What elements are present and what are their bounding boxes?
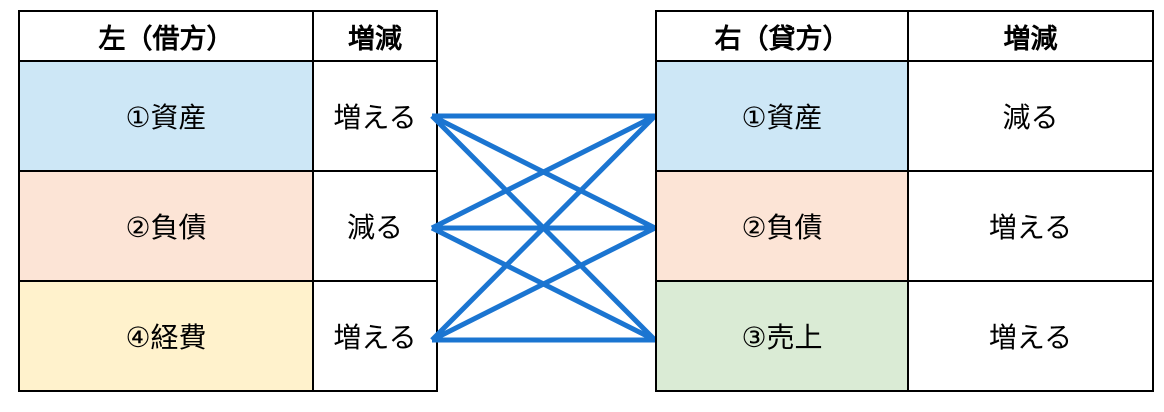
right-sales-label: ③売上 [655,280,909,392]
left-expense-change: 増える [312,280,438,392]
table-row: ①資産 増える [18,60,438,172]
connection-lines [430,113,657,343]
connection-line [430,113,657,231]
connection-line [430,114,657,342]
table-row: ①資産 減る [655,60,1154,172]
right-liability-label: ②負債 [655,170,909,282]
left-expense-label: ④経費 [18,280,314,392]
left-asset-change: 増える [312,60,438,172]
right-credit-table: 右（貸方） 増減 ①資産 減る ②負債 増える ③売上 増える [655,10,1154,392]
connection-line [430,114,657,342]
table-row: ③売上 増える [655,280,1154,392]
left-table-header-change: 増減 [312,10,438,62]
right-table-header-account: 右（貸方） [655,10,909,62]
left-liability-change: 減る [312,170,438,282]
right-sales-change: 増える [907,280,1154,392]
right-liability-change: 増える [907,170,1154,282]
table-row: ②負債 減る [18,170,438,282]
left-table-header-account: 左（借方） [18,10,314,62]
connection-line [430,225,657,343]
left-asset-label: ①資産 [18,60,314,172]
left-liability-label: ②負債 [18,170,314,282]
right-asset-label: ①資産 [655,60,909,172]
right-table-header-row: 右（貸方） 増減 [655,10,1154,62]
left-table-header-row: 左（借方） 増減 [18,10,438,62]
connection-line [430,225,657,343]
connection-line [430,113,657,231]
right-table-header-change: 増減 [907,10,1154,62]
table-row: ④経費 増える [18,280,438,392]
table-row: ②負債 増える [655,170,1154,282]
left-debit-table: 左（借方） 増減 ①資産 増える ②負債 減る ④経費 増える [18,10,438,392]
right-asset-change: 減る [907,60,1154,172]
